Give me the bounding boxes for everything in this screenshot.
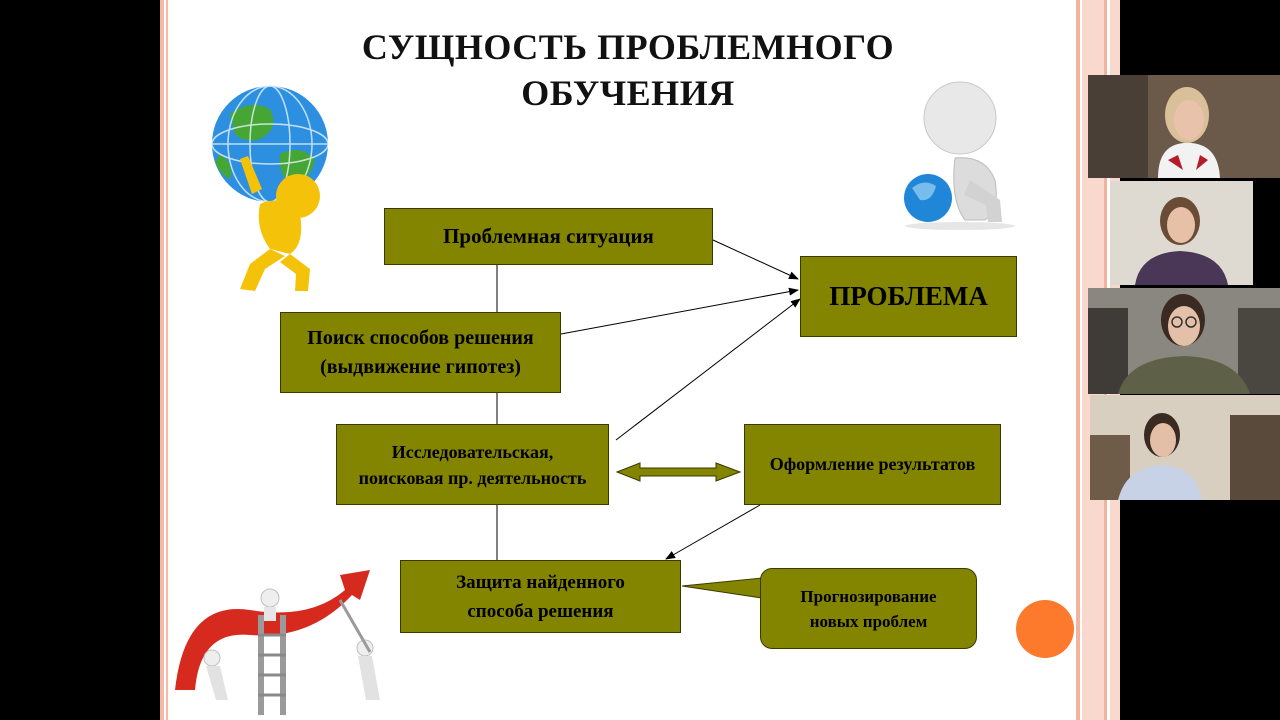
slide-border-stripe	[166, 0, 168, 720]
participant-video-tile[interactable]	[1090, 395, 1280, 500]
callout-pointer-forecast	[681, 577, 763, 599]
participant-video-icon	[1090, 395, 1280, 500]
growth-arrow-figures-icon	[175, 570, 380, 715]
participant-video-icon	[1088, 75, 1280, 178]
slide-title: СУЩНОСТЬ ПРОБЛЕМНОГО ОБУЧЕНИЯ	[361, 27, 895, 113]
arrow-research-to-problem	[615, 298, 801, 441]
orange-decorative-dot	[1016, 600, 1074, 658]
atlas-globe-figure-icon	[211, 85, 329, 291]
arrow-search-to-problem	[560, 287, 799, 335]
participant-video-tile[interactable]	[1110, 181, 1253, 285]
box-problem: ПРОБЛЕМА	[800, 256, 1017, 337]
slide-border-stripe	[1076, 0, 1080, 720]
slide-border-stripe	[160, 0, 164, 720]
box-forecasting: Прогнозирование новых проблем	[760, 568, 977, 649]
participant-video-tile[interactable]	[1088, 288, 1280, 394]
box-problem-situation: Проблемная ситуация	[384, 208, 713, 265]
double-arrow-research-results	[615, 462, 742, 482]
box-results-formatting: Оформление результатов	[744, 424, 1001, 505]
box-solution-defense: Защита найденного способа решения	[400, 560, 681, 633]
participant-video-icon	[1110, 181, 1253, 285]
diagram-connectors	[496, 239, 801, 599]
box-solution-search: Поиск способов решения (выдвижение гипот…	[280, 312, 561, 393]
video-participants-panel	[1088, 75, 1280, 500]
participant-video-tile[interactable]	[1088, 75, 1280, 178]
presentation-slide: СУЩНОСТЬ ПРОБЛЕМНОГО ОБУЧЕНИЯ Проблемная…	[160, 0, 1120, 720]
sitting-figure-with-globe-icon	[904, 81, 1015, 230]
participant-video-icon	[1088, 288, 1280, 394]
arrow-results-to-defense	[665, 504, 761, 560]
box-research-activity: Исследовательская, поисковая пр. деятель…	[336, 424, 609, 505]
arrow-situation-to-problem	[712, 239, 799, 280]
